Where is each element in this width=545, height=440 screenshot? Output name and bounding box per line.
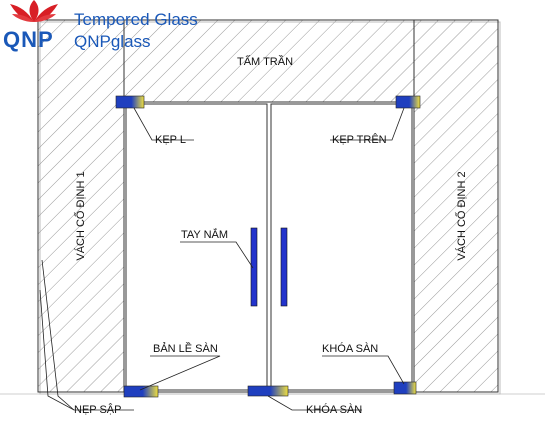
left-door-handle [250,227,258,307]
leader-floor-lock-bottom [267,395,362,411]
label-floor-lock-right: KHÓA SÀN [322,343,379,355]
lotus-logo-icon [10,0,58,22]
label-edge-trim: NẸP SẬP [74,404,122,416]
label-ceiling: TẤM TRẦN [237,56,294,68]
floor-lock-bottom [247,385,289,397]
leader-top-clamp [330,107,405,141]
right-fixed-panel [413,19,499,393]
top-clamp [395,95,421,109]
leader-lines [39,107,405,411]
left-door-leaf [125,103,268,391]
label-floor-hinge: BẢN LỀ SÀN [153,343,218,355]
label-right-panel: VÁCH CỐ ĐỊNH 2 [456,171,468,261]
label-top-clamp: KẸP TRÊN [332,134,387,146]
label-handle: TAY NẮM [181,229,229,241]
leader-edge-trim-1 [39,289,134,411]
left-fixed-panel [37,19,125,393]
brand-site: QNPglass [74,32,151,51]
label-floor-lock-bottom: KHÓA SÀN [306,404,363,416]
leader-floor-lock-right [322,355,405,385]
brand-logo-text: QNP [3,27,54,52]
label-l-clamp: KẸP L [155,134,186,146]
leader-l-clamp [133,107,194,141]
leader-handle [180,241,254,269]
right-door-leaf [270,103,413,391]
right-door-handle [280,227,288,307]
ceiling-panel [123,19,415,103]
brand-tagline: Tempered Glass [74,10,198,29]
leader-floor-hinge [139,355,221,391]
l-clamp [115,95,145,109]
leader-edge-trim-2 [41,259,75,411]
door-opening [123,101,415,393]
floor-lock-right [393,381,417,395]
label-left-panel: VÁCH CỐ ĐỊNH 1 [75,171,87,261]
floor-hinge [123,385,159,398]
